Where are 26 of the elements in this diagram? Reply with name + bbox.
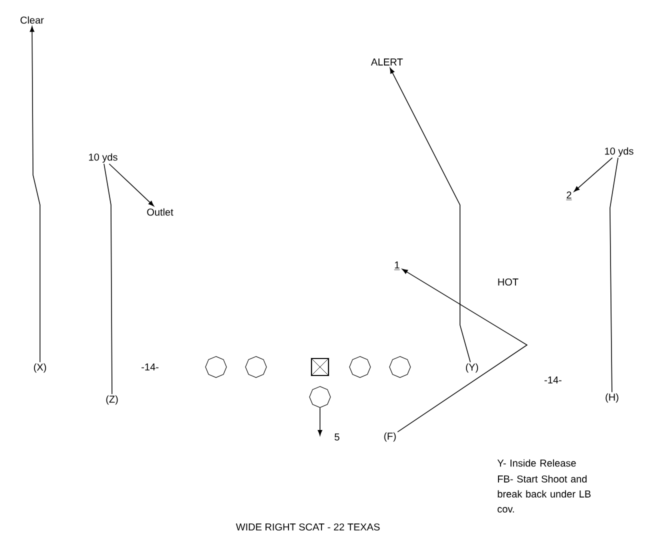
- route-label: Outlet: [147, 208, 174, 216]
- center-box: [310, 358, 330, 376]
- route-arrow: [108, 163, 154, 206]
- read-number: 1: [394, 262, 400, 270]
- player-label: (Z): [106, 395, 118, 405]
- yard-marker: -14-: [544, 376, 562, 384]
- coaching-note: FB- Start Shoot and break back under LB cov.: [498, 475, 591, 513]
- play-caption: WIDE RIGHT SCAT - 22 TEXAS: [236, 523, 380, 531]
- route-label: ALERT: [371, 58, 403, 66]
- player-label: (F): [384, 432, 396, 442]
- route-arrow: [390, 68, 471, 363]
- route-label: Clear: [20, 16, 44, 24]
- depth-label: 10 yds: [605, 147, 634, 157]
- edge-label: HOT: [498, 278, 518, 286]
- read-number: 5: [334, 434, 340, 440]
- player-label: (X): [34, 363, 46, 373]
- route-arrow: [30, 26, 40, 363]
- player-label: (Y): [466, 363, 478, 373]
- player-label: (H): [606, 393, 618, 403]
- route-arrow: [318, 407, 322, 436]
- read-number: 2: [566, 192, 572, 200]
- depth-label: 10 yds: [89, 153, 118, 163]
- coaching-note: Y- Inside Release: [497, 459, 576, 467]
- route-arrow: [397, 268, 528, 432]
- yard-marker: -14-: [142, 364, 158, 370]
- route-arrow: [574, 157, 613, 192]
